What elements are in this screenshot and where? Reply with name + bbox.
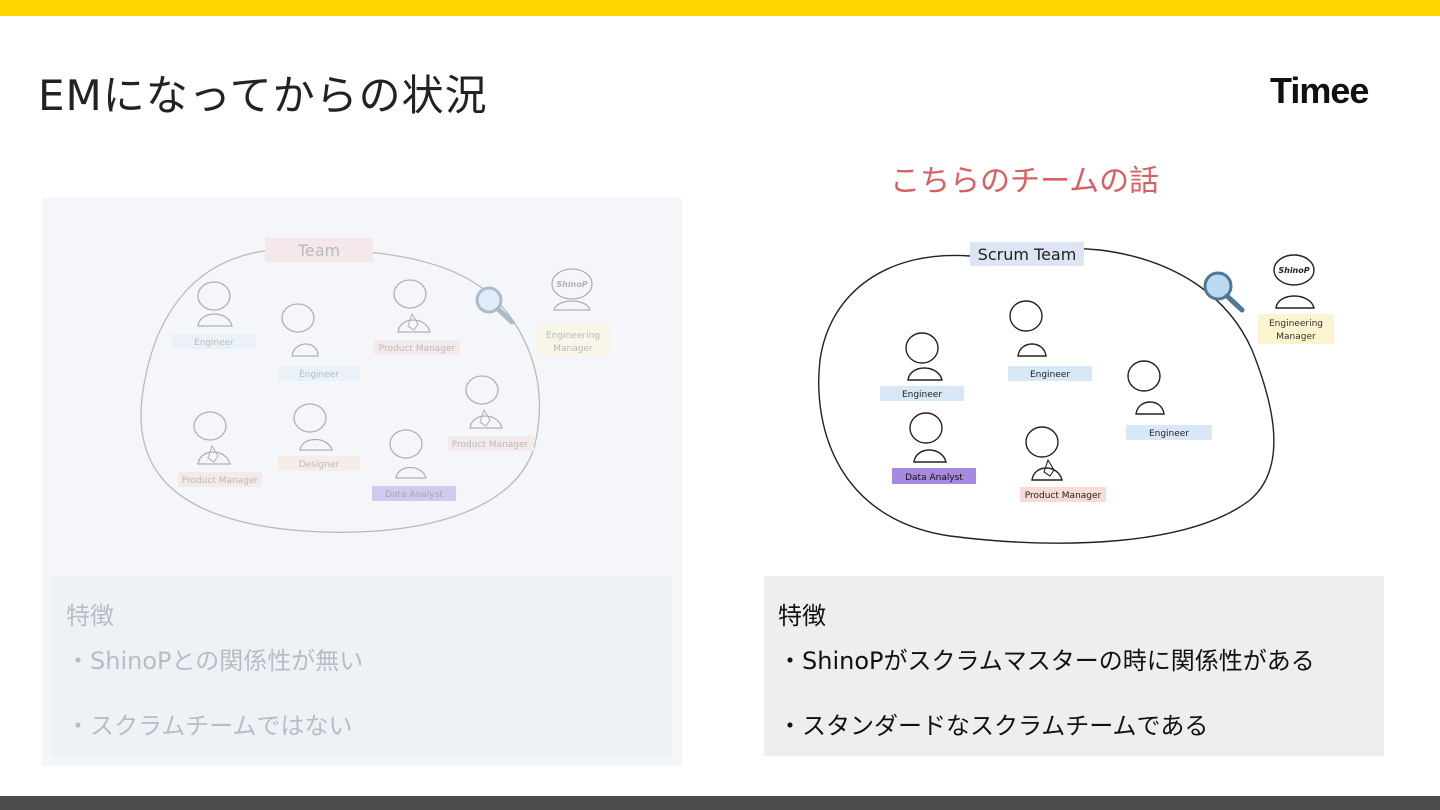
member-label: Engineer (902, 390, 942, 400)
member-label-bg (1008, 366, 1092, 381)
member-label-bg (374, 340, 460, 355)
person-icon (1127, 360, 1165, 415)
em-label-line1: Engineering (546, 331, 600, 341)
right-scrum-team-diagram: Scrum Team ShinoP Engineering Manager En… (800, 230, 1360, 560)
member-label-bg (178, 472, 262, 487)
team-boundary (818, 247, 1275, 544)
left-diagram-svg: Team ShinoP Engineering Manager Engineer… (140, 238, 610, 533)
right-diagram-svg: Scrum Team ShinoP Engineering Manager En… (818, 242, 1334, 544)
member-label-bg (372, 486, 456, 501)
person-with-tie-icon (193, 411, 231, 465)
member-label-bg (1126, 425, 1212, 440)
subtitle: こちらのチームの話 (890, 164, 1160, 199)
member-label-bg (172, 334, 256, 349)
features-heading: 特徴 (66, 602, 114, 630)
member-label-bg (448, 436, 534, 451)
member-label: Product Manager (182, 476, 259, 486)
features-heading: 特徴 (778, 602, 826, 630)
member-label-bg (278, 456, 360, 471)
member-label: Product Manager (1025, 491, 1102, 501)
person-icon (909, 412, 947, 463)
member-label-bg (880, 386, 964, 401)
person-icon (293, 403, 333, 451)
em-label-bg (536, 324, 610, 356)
person-icon (197, 281, 233, 327)
magnifier-icon (475, 286, 515, 325)
em-label-bg (1258, 314, 1334, 344)
feature-item: ・スタンダードなスクラムチームである (778, 712, 1209, 740)
em-label-line2: Manager (553, 344, 593, 354)
right-features-box: 特徴 ・ShinoPがスクラムマスターの時に関係性がある ・スタンダードなスクラ… (764, 576, 1384, 756)
member-label-bg (278, 366, 360, 381)
person-with-tie-icon (465, 375, 503, 429)
team-label-bg (265, 238, 373, 262)
member-label: Engineer (1149, 429, 1189, 439)
feature-item: ・ShinoPがスクラムマスターの時に関係性がある (778, 647, 1315, 675)
bottom-bar (0, 796, 1440, 810)
person-icon (1009, 300, 1047, 357)
em-label-line2: Manager (1276, 332, 1316, 342)
member-label: Data Analyst (905, 473, 963, 483)
shinop-badge: ShinoP (1278, 266, 1309, 275)
person-icon (281, 303, 319, 357)
em-label-line1: Engineering (1269, 319, 1323, 329)
member-label-bg (892, 468, 976, 484)
team-label: Scrum Team (978, 245, 1077, 264)
person-icon (905, 332, 943, 381)
member-label: Data Analyst (385, 490, 443, 500)
page-title: EMになってからの状況 (38, 71, 488, 120)
member-label-bg (1020, 487, 1106, 502)
shinop-avatar-icon (1273, 254, 1315, 309)
timee-logo: Timee (1270, 70, 1369, 111)
left-features-box: 特徴 ・ShinoPとの関係性が無い ・スクラムチームではない (52, 576, 672, 756)
shinop-avatar-icon (551, 268, 593, 311)
person-icon (389, 429, 427, 479)
person-with-tie-icon (393, 279, 431, 333)
member-label: Product Manager (379, 344, 456, 354)
member-label: Designer (299, 460, 340, 470)
feature-item: ・スクラムチームではない (66, 712, 353, 740)
member-label: Engineer (299, 370, 339, 380)
magnifier-icon (1203, 271, 1245, 313)
member-label: Engineer (194, 338, 234, 348)
team-label-bg (970, 242, 1084, 266)
team-label: Team (297, 241, 340, 260)
team-boundary (140, 248, 540, 533)
top-accent-bar (0, 0, 1440, 16)
member-label: Engineer (1030, 370, 1070, 380)
feature-item: ・ShinoPとの関係性が無い (66, 647, 364, 675)
person-with-tie-icon (1025, 426, 1063, 481)
shinop-badge: ShinoP (556, 280, 587, 289)
member-label: Product Manager (452, 440, 529, 450)
